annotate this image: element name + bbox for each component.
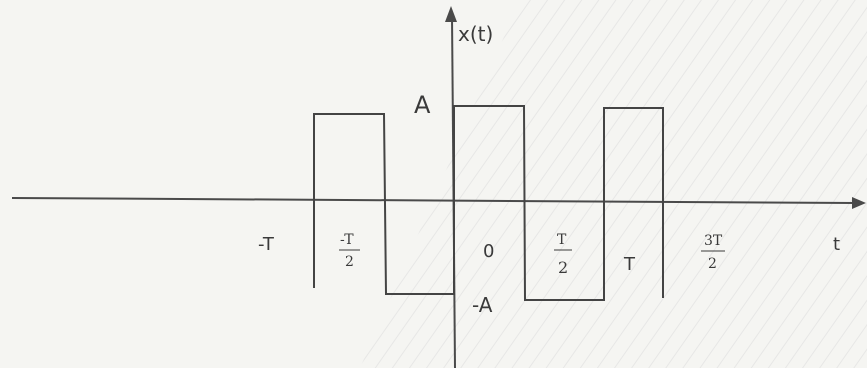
y-axis-label: x(t) xyxy=(458,22,493,46)
tick-label-minus-T-half-numerator: -T xyxy=(340,232,354,248)
tick-label-minus-T-half-denominator: 2 xyxy=(345,254,354,270)
y-axis-arrowhead xyxy=(445,6,457,22)
amplitude-negative-label: -A xyxy=(472,293,493,317)
tick-label-three-T-half-denominator: 2 xyxy=(708,256,717,272)
tick-label-T-half-numerator: T xyxy=(557,232,567,248)
tick-label-zero: 0 xyxy=(483,241,494,262)
tick-label-T-half-denominator: 2 xyxy=(558,258,568,277)
tick-label-minus-T: -T xyxy=(258,234,275,255)
square-waveform xyxy=(313,105,664,301)
x-axis-arrowhead xyxy=(852,197,866,209)
x-axis-label: t xyxy=(833,234,840,255)
watermark-texture xyxy=(360,0,867,368)
tick-label-T: T xyxy=(623,254,636,275)
amplitude-positive-label: A xyxy=(414,91,431,119)
tick-label-three-T-half-numerator: 3T xyxy=(704,233,723,249)
x-axis xyxy=(11,197,857,204)
